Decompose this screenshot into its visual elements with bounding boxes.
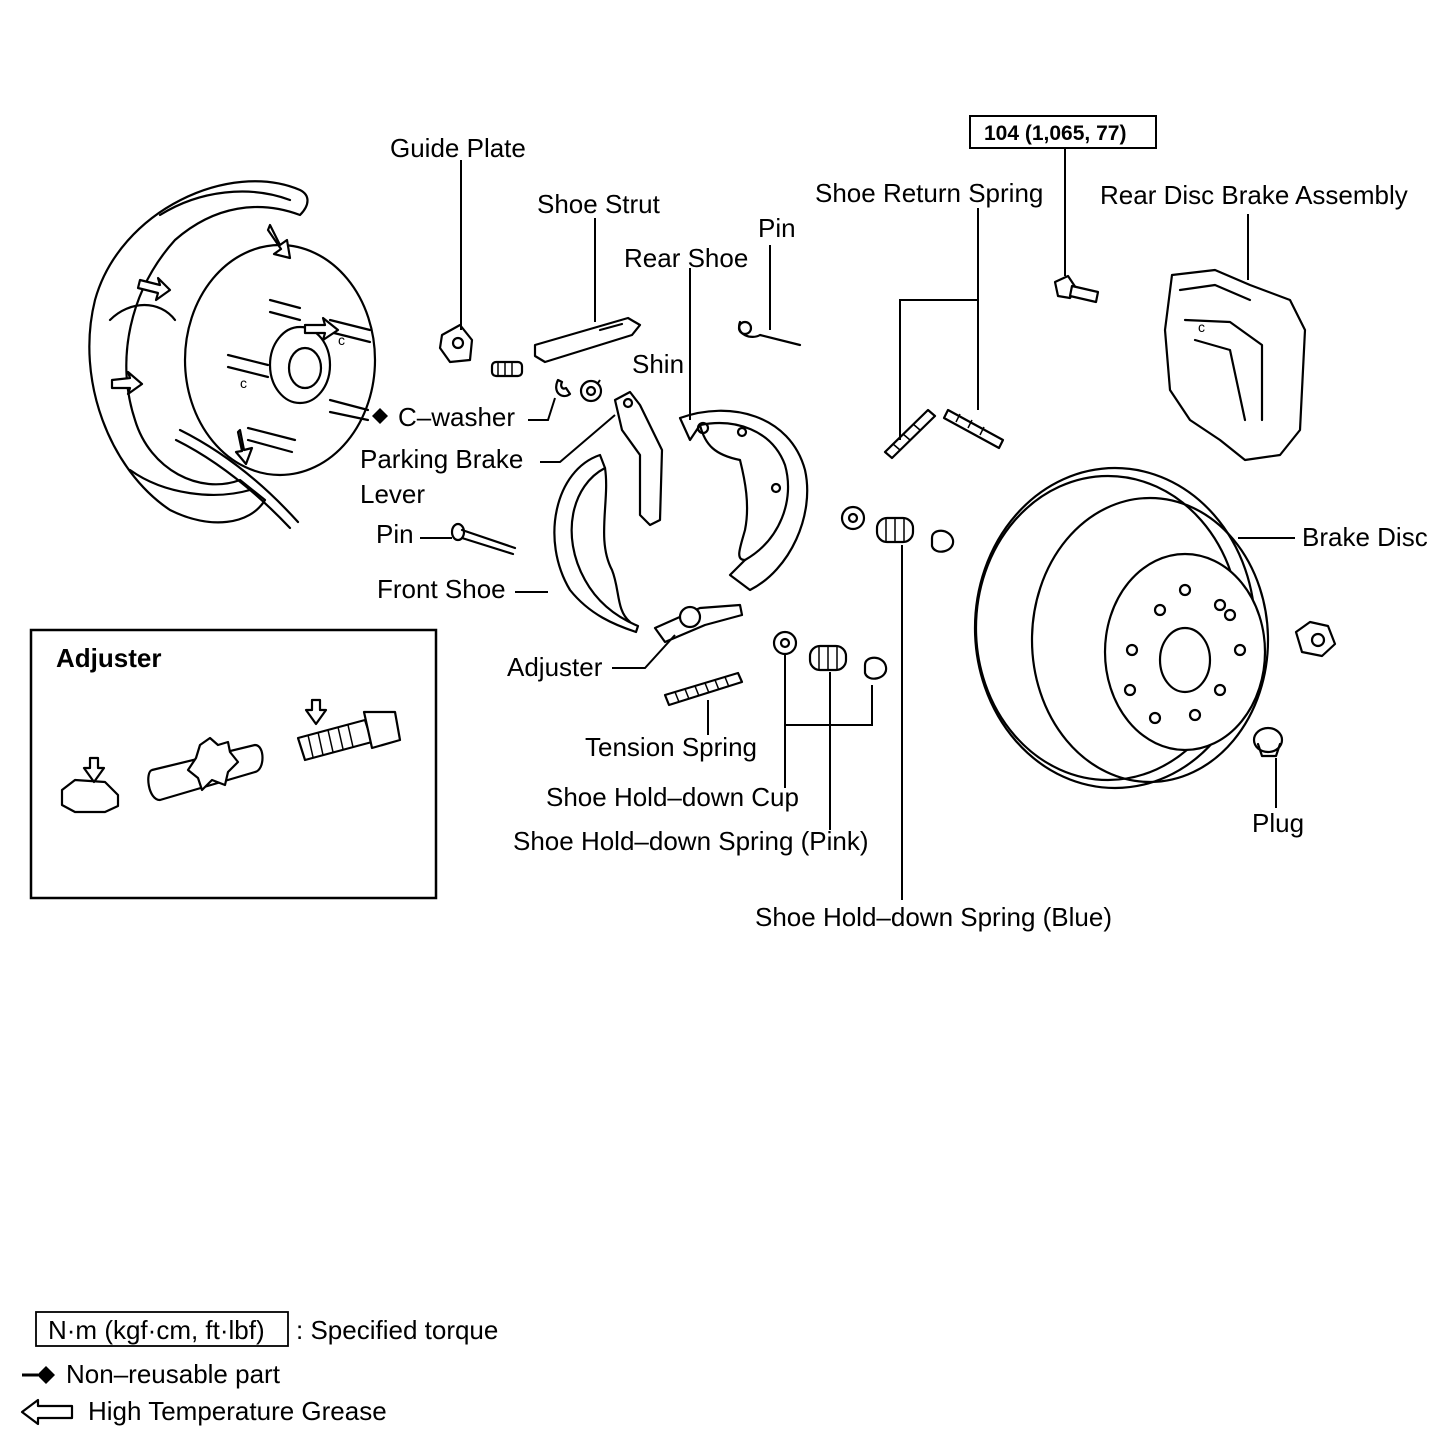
shin-part — [579, 379, 603, 403]
legend-non-reusable-text: Non–reusable part — [66, 1359, 281, 1389]
front-shoe-part — [553, 453, 640, 634]
label-pin-top: Pin — [758, 213, 796, 243]
label-brake-disc: Brake Disc — [1302, 522, 1428, 552]
shoe-strut-part — [533, 316, 642, 364]
guide-plate-part — [438, 323, 474, 364]
inset-title: Adjuster — [56, 643, 161, 673]
label-c-washer: C–washer — [398, 402, 515, 432]
label-plug: Plug — [1252, 808, 1304, 838]
svg-text:c: c — [1198, 319, 1205, 335]
brake-disc-part — [973, 466, 1270, 790]
legend-grease-text: High Temperature Grease — [88, 1396, 387, 1426]
label-adjuster: Adjuster — [507, 652, 603, 682]
legend-torque-units: N·m (kgf·cm, ft·lbf) — [48, 1315, 265, 1345]
rear-shoe-part — [678, 409, 809, 592]
label-shin: Shin — [632, 349, 684, 379]
label-shoe-strut: Shoe Strut — [537, 189, 661, 219]
label-shoe-hold-down-cup: Shoe Hold–down Cup — [546, 782, 799, 812]
label-rear-disc-brake-assembly: Rear Disc Brake Assembly — [1100, 180, 1408, 210]
rear-disc-brake-caliper: c — [1163, 268, 1307, 462]
non-reusable-diamond-icon — [372, 408, 388, 424]
label-shoe-hold-down-spring-blue: Shoe Hold–down Spring (Blue) — [755, 902, 1112, 932]
svg-text:c: c — [240, 375, 247, 391]
pin-left-part — [450, 522, 517, 556]
tension-spring-part — [663, 671, 744, 707]
label-front-shoe: Front Shoe — [377, 574, 506, 604]
backing-plate-assembly: c c — [88, 180, 377, 530]
torque-spec-value: 104 (1,065, 77) — [984, 122, 1126, 145]
torque-spec-box: 104 (1,065, 77) — [969, 115, 1157, 149]
return-spring-parts — [883, 408, 1005, 460]
hub-nut-part — [1294, 620, 1337, 658]
legend-non-reusable-icon — [22, 1366, 55, 1384]
label-rear-shoe: Rear Shoe — [624, 243, 748, 273]
adjuster-inset: Adjuster — [29, 628, 438, 900]
label-parking-brake-lever-line1: Parking Brake — [360, 444, 523, 474]
c-washer-part — [555, 378, 572, 398]
label-parking-brake-lever-line2: Lever — [360, 479, 425, 509]
legend-torque-box — [35, 1311, 289, 1347]
legend-grease-arrow-icon — [20, 1398, 74, 1426]
label-tension-spring: Tension Spring — [585, 732, 757, 762]
label-shoe-return-spring: Shoe Return Spring — [815, 178, 1043, 208]
label-guide-plate: Guide Plate — [390, 133, 526, 163]
pin-top-part — [737, 320, 802, 347]
caliper-bolt-part — [1053, 274, 1100, 304]
plug-part — [1252, 726, 1284, 758]
parking-brake-lever-part — [613, 390, 664, 527]
legend: N·m (kgf·cm, ft·lbf) : Specified torque … — [20, 1311, 498, 1426]
label-shoe-hold-down-spring-pink: Shoe Hold–down Spring (Pink) — [513, 826, 869, 856]
legend-torque-text: : Specified torque — [296, 1315, 498, 1345]
hold-down-parts — [772, 505, 955, 680]
svg-text:c: c — [338, 332, 345, 348]
leader-lines — [420, 148, 1295, 900]
label-pin-left: Pin — [376, 519, 414, 549]
adjuster-part — [653, 603, 744, 644]
strut-spring-part — [490, 360, 524, 378]
